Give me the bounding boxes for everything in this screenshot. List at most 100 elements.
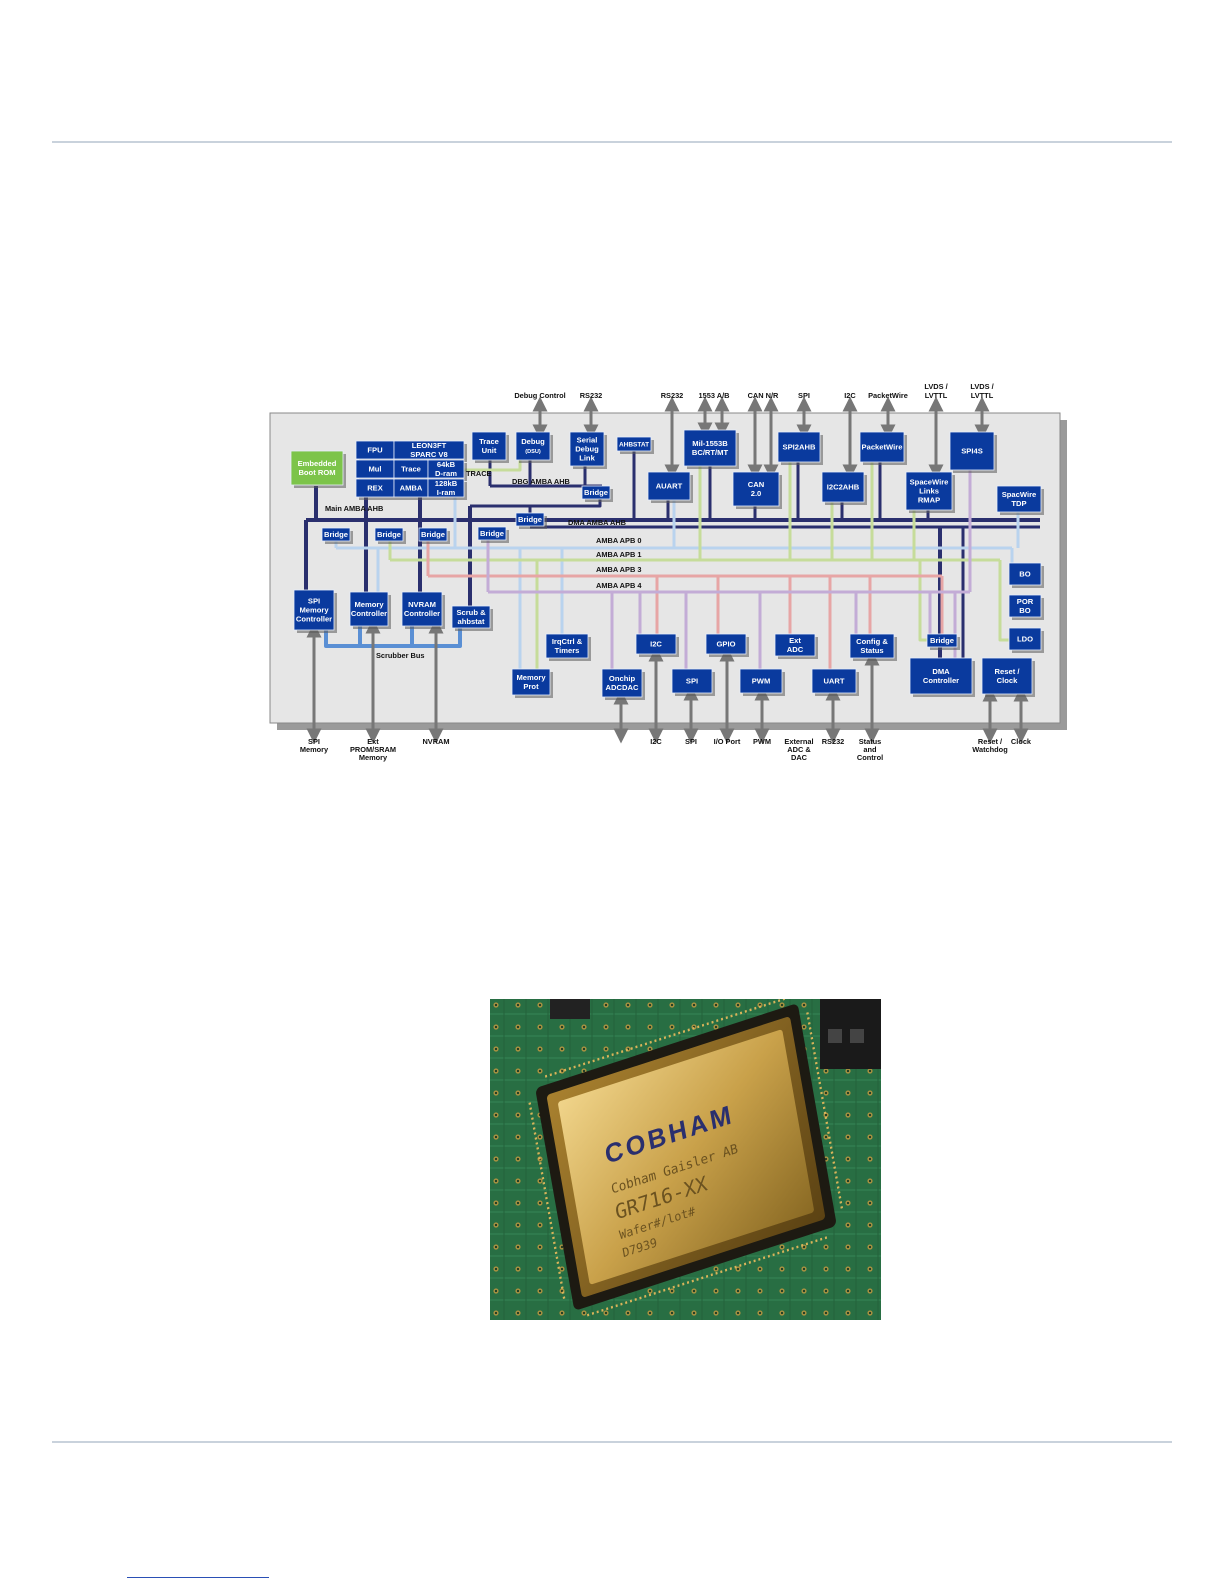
block-label: Memory <box>299 606 329 615</box>
block-label: SPI2AHB <box>783 443 816 452</box>
block-label: LDO <box>1017 635 1033 644</box>
signal-bottom-spi-memory: SPI <box>308 737 320 746</box>
block-box <box>811 668 857 694</box>
block-reset-clock: Reset /Clock <box>981 657 1035 697</box>
block-box <box>683 429 737 467</box>
signal-bottom-io-port: I/O Port <box>714 737 741 746</box>
signal-bottom-ext-prom: PROM/SRAM <box>350 745 396 754</box>
block-mul: Mul <box>355 459 397 481</box>
block-box <box>647 471 691 501</box>
block-label: Embedded <box>298 459 337 468</box>
block-label: FPU <box>367 446 383 455</box>
block-packetwire: PacketWire <box>859 431 907 465</box>
block-label: SpacWire <box>1002 490 1037 499</box>
block-i2c: I2C <box>635 633 679 657</box>
block-label: POR <box>1017 597 1034 606</box>
bus-label-trace: TRACE <box>466 469 492 478</box>
block-label: Serial <box>577 436 598 445</box>
signal-top-spi-top: SPI <box>798 391 810 400</box>
block-label: Links <box>919 487 939 496</box>
block-label: Prot <box>523 682 539 691</box>
block-bridge-main: Bridge <box>515 512 547 529</box>
block-box <box>926 633 958 648</box>
block-box <box>739 668 783 694</box>
block-ahbstat: AHBSTAT <box>616 436 654 454</box>
block-label: ADCDAC <box>606 683 639 692</box>
block-label: ADC <box>787 645 804 654</box>
block-rex: REX <box>355 478 397 500</box>
signal-bottom-status-control: and <box>863 745 877 754</box>
block-bridge-dbg: Bridge <box>581 485 613 502</box>
block-label: I-ram <box>437 488 456 497</box>
block-box <box>293 589 335 631</box>
block-label: UART <box>823 677 844 686</box>
signal-top-packetwire-top: PacketWire <box>868 391 908 400</box>
block-label: SPI <box>308 597 320 606</box>
block-box <box>859 431 905 463</box>
block-amba: AMBA <box>393 478 431 500</box>
block-label: Timers <box>555 646 580 655</box>
signal-bottom-ext-prom: Ext <box>367 737 379 746</box>
block-box <box>477 526 507 541</box>
bus-label-apb4: AMBA APB 4 <box>596 581 642 590</box>
block-label: Debug <box>575 445 599 454</box>
block-config-status: Config &Status <box>849 633 897 661</box>
block-label: PacketWire <box>862 443 903 452</box>
signal-bottom-ext-prom: Memory <box>359 753 388 762</box>
block-label: Controller <box>351 609 387 618</box>
block-label: Mil-1553B <box>692 439 728 448</box>
block-label: Controller <box>404 609 440 618</box>
block-label: IrqCtrl & <box>552 637 583 646</box>
block-label: 128kB <box>435 479 458 488</box>
signal-bottom-spi-bot: SPI <box>685 737 697 746</box>
block-label: DMA <box>932 667 950 676</box>
block-box <box>545 633 589 659</box>
signal-bottom-reset-watchdog: Reset / <box>978 737 1002 746</box>
footer-link-underline[interactable] <box>127 1577 269 1578</box>
signal-top-can-nr: CAN N/R <box>748 391 779 400</box>
block-bridge-2: Bridge <box>374 527 406 544</box>
block-box <box>511 668 551 696</box>
signal-bottom-ext-adc-dac: External <box>784 737 813 746</box>
block-label: Memory <box>354 600 384 609</box>
block-label: Controller <box>296 615 332 624</box>
block-box <box>321 527 351 542</box>
block-auart: AUART <box>647 471 693 503</box>
block-box <box>777 431 821 463</box>
block-label: SPARC V8 <box>410 450 447 459</box>
block-box <box>1008 627 1042 651</box>
signal-top-1553: 1553 A/B <box>699 391 730 400</box>
block-label: TDP <box>1011 499 1026 508</box>
block-gpio: GPIO <box>705 633 749 657</box>
footer-rule <box>52 1441 1172 1443</box>
block-label: AHBSTAT <box>619 441 649 448</box>
block-label: D-ram <box>435 469 457 478</box>
block-box <box>616 436 652 452</box>
block-label: Bridge <box>930 636 954 645</box>
block-box <box>635 633 677 655</box>
signal-top-lvds-2: LVDS / <box>970 382 993 391</box>
block-box <box>981 657 1033 695</box>
block-scrub: Scrub &ahbstat <box>451 605 493 631</box>
block-box <box>515 512 545 527</box>
block-label: 64kB <box>437 460 456 469</box>
signal-bottom-i2c-bot: I2C <box>650 737 662 746</box>
header-rule <box>52 141 1172 143</box>
block-spi: SPI <box>671 668 715 696</box>
bus-label-apb0: AMBA APB 0 <box>596 536 641 545</box>
block-label: Link <box>579 454 595 463</box>
bus-label-main_ahb: Main AMBA AHB <box>325 504 383 513</box>
block-trace: Trace <box>393 459 431 481</box>
block-box <box>393 440 465 460</box>
